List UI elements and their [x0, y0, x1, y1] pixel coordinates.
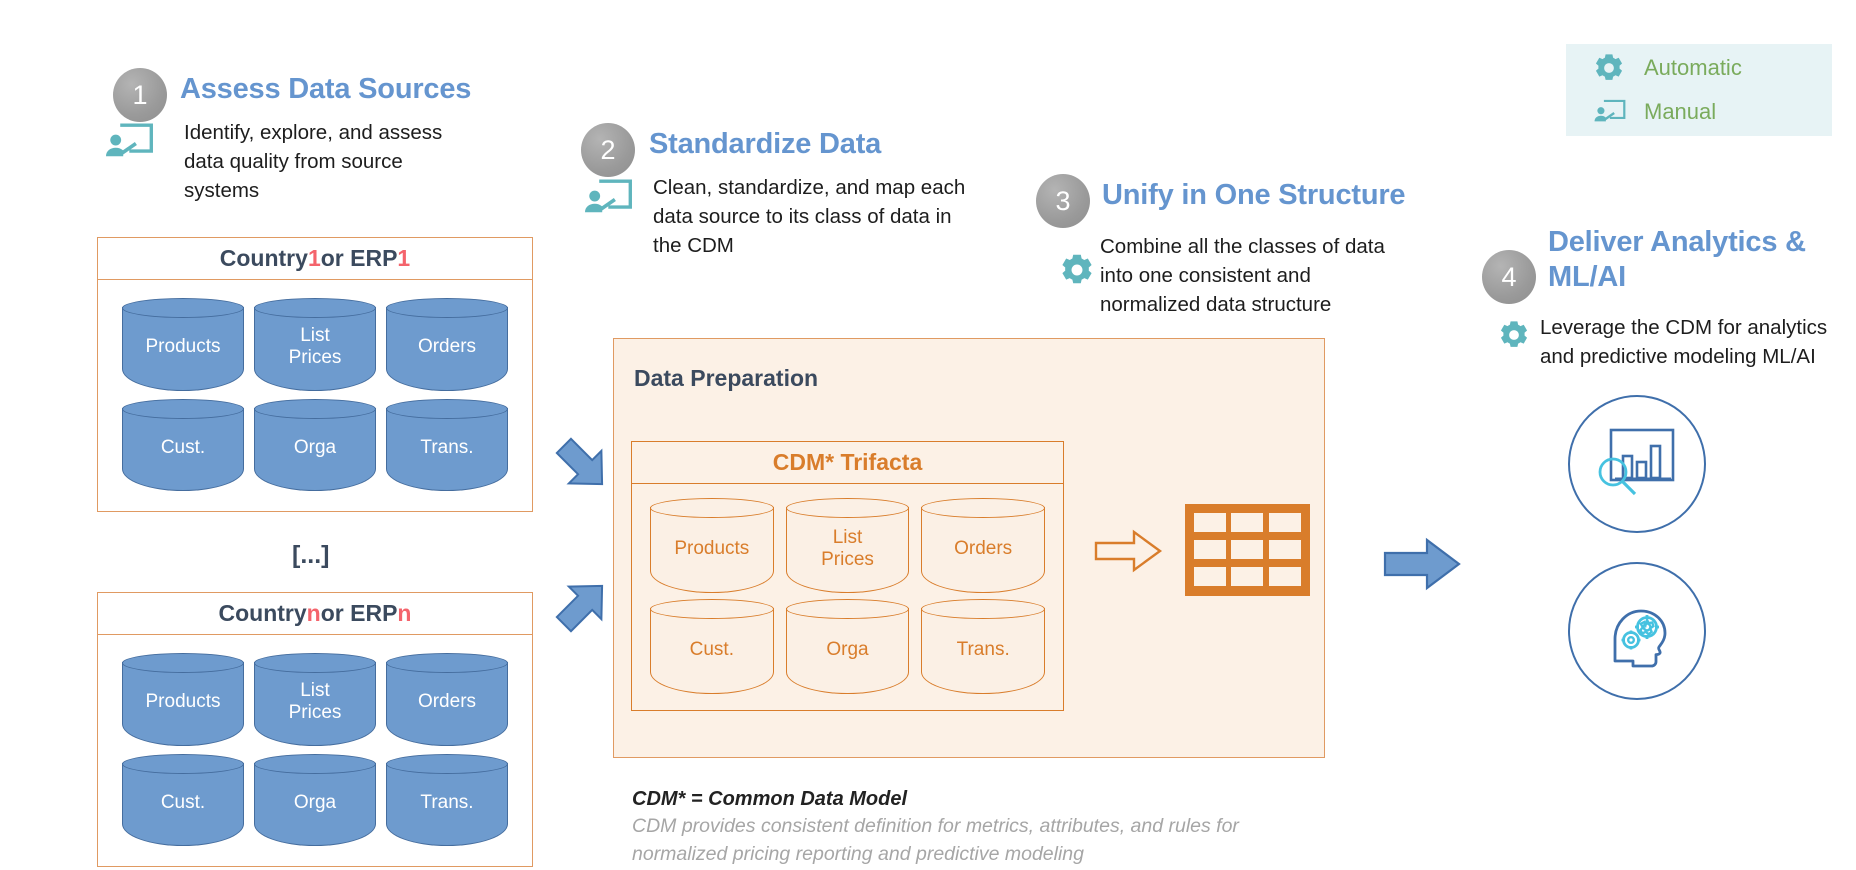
dataset-label: Cust. — [689, 638, 734, 660]
step-number-3-label: 3 — [1055, 185, 1071, 216]
gear-icon — [1592, 51, 1626, 85]
analytics-result-circle — [1568, 395, 1706, 533]
legend-label-automatic: Automatic — [1644, 55, 1742, 80]
dataset-cylinder: Orga — [785, 599, 910, 694]
footnote-body: CDM provides consistent definition for m… — [632, 815, 1239, 866]
source-header-index: n — [306, 600, 321, 626]
source-box-1-grid: Products List Prices Orders Cust. Orga T… — [98, 280, 532, 511]
dataset-cylinder: Products — [650, 498, 774, 593]
source-box-country-1: Country 1 or ERP 1 Products List Prices … — [97, 237, 533, 512]
table-grid-icon — [1185, 504, 1310, 596]
footnote-title: CDM* = Common Data Model — [632, 788, 908, 810]
source-box-country-n: Country n or ERP n Products List Prices … — [97, 592, 533, 867]
dataset-cylinder: Products — [122, 298, 244, 391]
dataset-cylinder: List Prices — [785, 498, 910, 593]
step-number-1: 1 — [113, 68, 167, 122]
dataset-label: Orga — [293, 436, 337, 458]
dataset-cylinder: Trans. — [921, 599, 1045, 694]
gear-icon — [1058, 251, 1096, 289]
dataset-label: Orders — [954, 537, 1013, 559]
legend-label-manual: Manual — [1644, 99, 1717, 124]
head-gears-ai-icon — [1589, 583, 1685, 679]
source-header-index: 1 — [307, 245, 321, 271]
dataset-cylinder: Orders — [921, 498, 1045, 593]
dataset-label: Trans. — [420, 436, 474, 458]
cdm-dataset-grid: Products List Prices Orders Cust. Orga T… — [632, 484, 1063, 710]
dataset-cylinder: Cust. — [122, 753, 244, 846]
dataset-cylinder: Orders — [386, 653, 508, 746]
dataset-label: Trans. — [956, 638, 1010, 660]
dataset-label: Orga — [826, 638, 869, 660]
dataset-label: Products — [145, 336, 221, 358]
mlai-result-circle — [1568, 562, 1706, 700]
dataset-cylinder: Orders — [386, 298, 508, 391]
step-title-1: Assess Data Sources — [180, 73, 472, 105]
step-body-2: Clean, standardize, and map each data so… — [653, 176, 966, 258]
step-body-4: Leverage the CDM for analytics and predi… — [1540, 316, 1828, 369]
dataset-cylinder: List Prices — [254, 653, 376, 746]
cdm-trifacta-header: CDM* Trifacta — [632, 442, 1063, 484]
step-body-3: Combine all the classes of data into one… — [1100, 235, 1385, 317]
data-preparation-title: Data Preparation — [634, 365, 819, 391]
gear-icon — [1497, 318, 1531, 352]
analytics-chart-magnifier-icon — [1589, 416, 1685, 512]
dataset-label: List Prices — [821, 526, 874, 570]
step-title-4: Deliver Analytics & ML/AI — [1548, 226, 1806, 294]
step-number-4-label: 4 — [1501, 261, 1517, 292]
step-number-4: 4 — [1482, 250, 1536, 304]
step-body-1: Identify, explore, and assess data quali… — [184, 121, 443, 203]
manual-presenter-icon — [581, 176, 633, 220]
dataset-label: Products — [145, 691, 221, 713]
legend-panel: Automatic Manual — [1566, 44, 1832, 136]
dataset-cylinder: Orga — [254, 753, 376, 846]
legend-item-automatic: Automatic — [1592, 51, 1814, 85]
dataset-label: List Prices — [288, 325, 342, 369]
dataset-cylinder: Orga — [254, 398, 376, 491]
step-number-1-label: 1 — [132, 79, 148, 110]
step-number-2: 2 — [581, 123, 635, 177]
source-header-prefix: Country — [218, 600, 307, 626]
dataset-label: Orders — [417, 336, 477, 358]
dataset-cylinder: Trans. — [386, 753, 508, 846]
source-header-middle: or ERP — [320, 600, 398, 626]
dataset-cylinder: Trans. — [386, 398, 508, 491]
source-header-middle: or ERP — [320, 245, 398, 271]
legend-item-manual: Manual — [1592, 95, 1814, 129]
manual-presenter-icon — [102, 120, 154, 164]
dataset-cylinder: Cust. — [122, 398, 244, 491]
arrow-right-icon — [1382, 535, 1462, 593]
step-title-3: Unify in One Structure — [1102, 179, 1406, 211]
source-box-n-grid: Products List Prices Orders Cust. Orga T… — [98, 635, 532, 866]
dataset-label: Cust. — [160, 436, 206, 458]
dataset-cylinder: Products — [122, 653, 244, 746]
dataset-cylinder: Cust. — [650, 599, 774, 694]
arrow-up-right-icon — [550, 572, 616, 638]
source-header-index2: n — [397, 600, 412, 626]
source-header-prefix: Country — [219, 245, 308, 271]
dataset-label: Orders — [417, 691, 477, 713]
source-header-index2: 1 — [397, 245, 411, 271]
step-title-2: Standardize Data — [649, 128, 882, 160]
step-number-2-label: 2 — [600, 134, 616, 165]
dataset-cylinder: List Prices — [254, 298, 376, 391]
sources-ellipsis-separator: [...] — [292, 541, 330, 569]
step-number-3: 3 — [1036, 174, 1090, 228]
dataset-label: Products — [674, 537, 750, 559]
arrow-down-right-icon — [550, 432, 616, 498]
manual-presenter-icon — [1592, 95, 1626, 129]
arrow-right-outline-icon — [1093, 528, 1163, 574]
source-box-1-header: Country 1 or ERP 1 — [98, 238, 532, 280]
dataset-label: Trans. — [420, 791, 474, 813]
dataset-label: Cust. — [160, 791, 206, 813]
dataset-label: List Prices — [288, 680, 342, 724]
cdm-trifacta-box: CDM* Trifacta Products List Prices Order… — [631, 441, 1064, 711]
dataset-label: Orga — [293, 791, 337, 813]
source-box-n-header: Country n or ERP n — [98, 593, 532, 635]
